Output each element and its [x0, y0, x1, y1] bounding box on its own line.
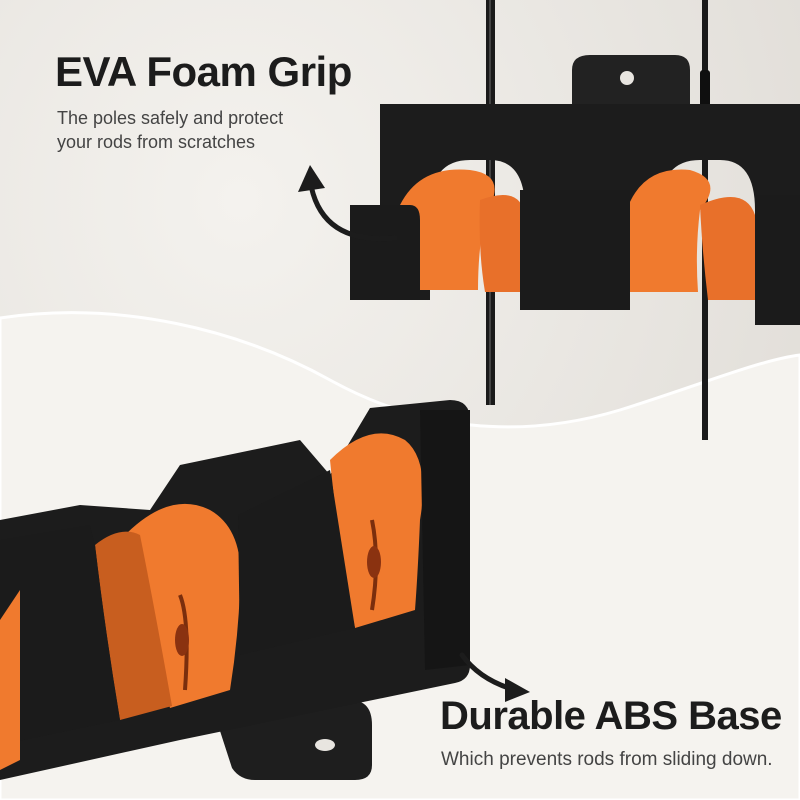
- top-holder: [350, 55, 800, 325]
- foam-grip-title: EVA Foam Grip: [55, 48, 352, 95]
- foam-grip-description-line-2: your rods from scratches: [57, 132, 256, 152]
- curved-arrow-icon: [298, 165, 398, 242]
- curved-arrow-icon: [459, 652, 530, 702]
- bottom-holder: [0, 400, 470, 780]
- foam-grip-description-line-1: The poles safely and protect: [57, 108, 284, 128]
- abs-base-title: Durable ABS Base: [440, 694, 782, 738]
- abs-base-description: Which prevents rods from sliding down.: [441, 749, 773, 770]
